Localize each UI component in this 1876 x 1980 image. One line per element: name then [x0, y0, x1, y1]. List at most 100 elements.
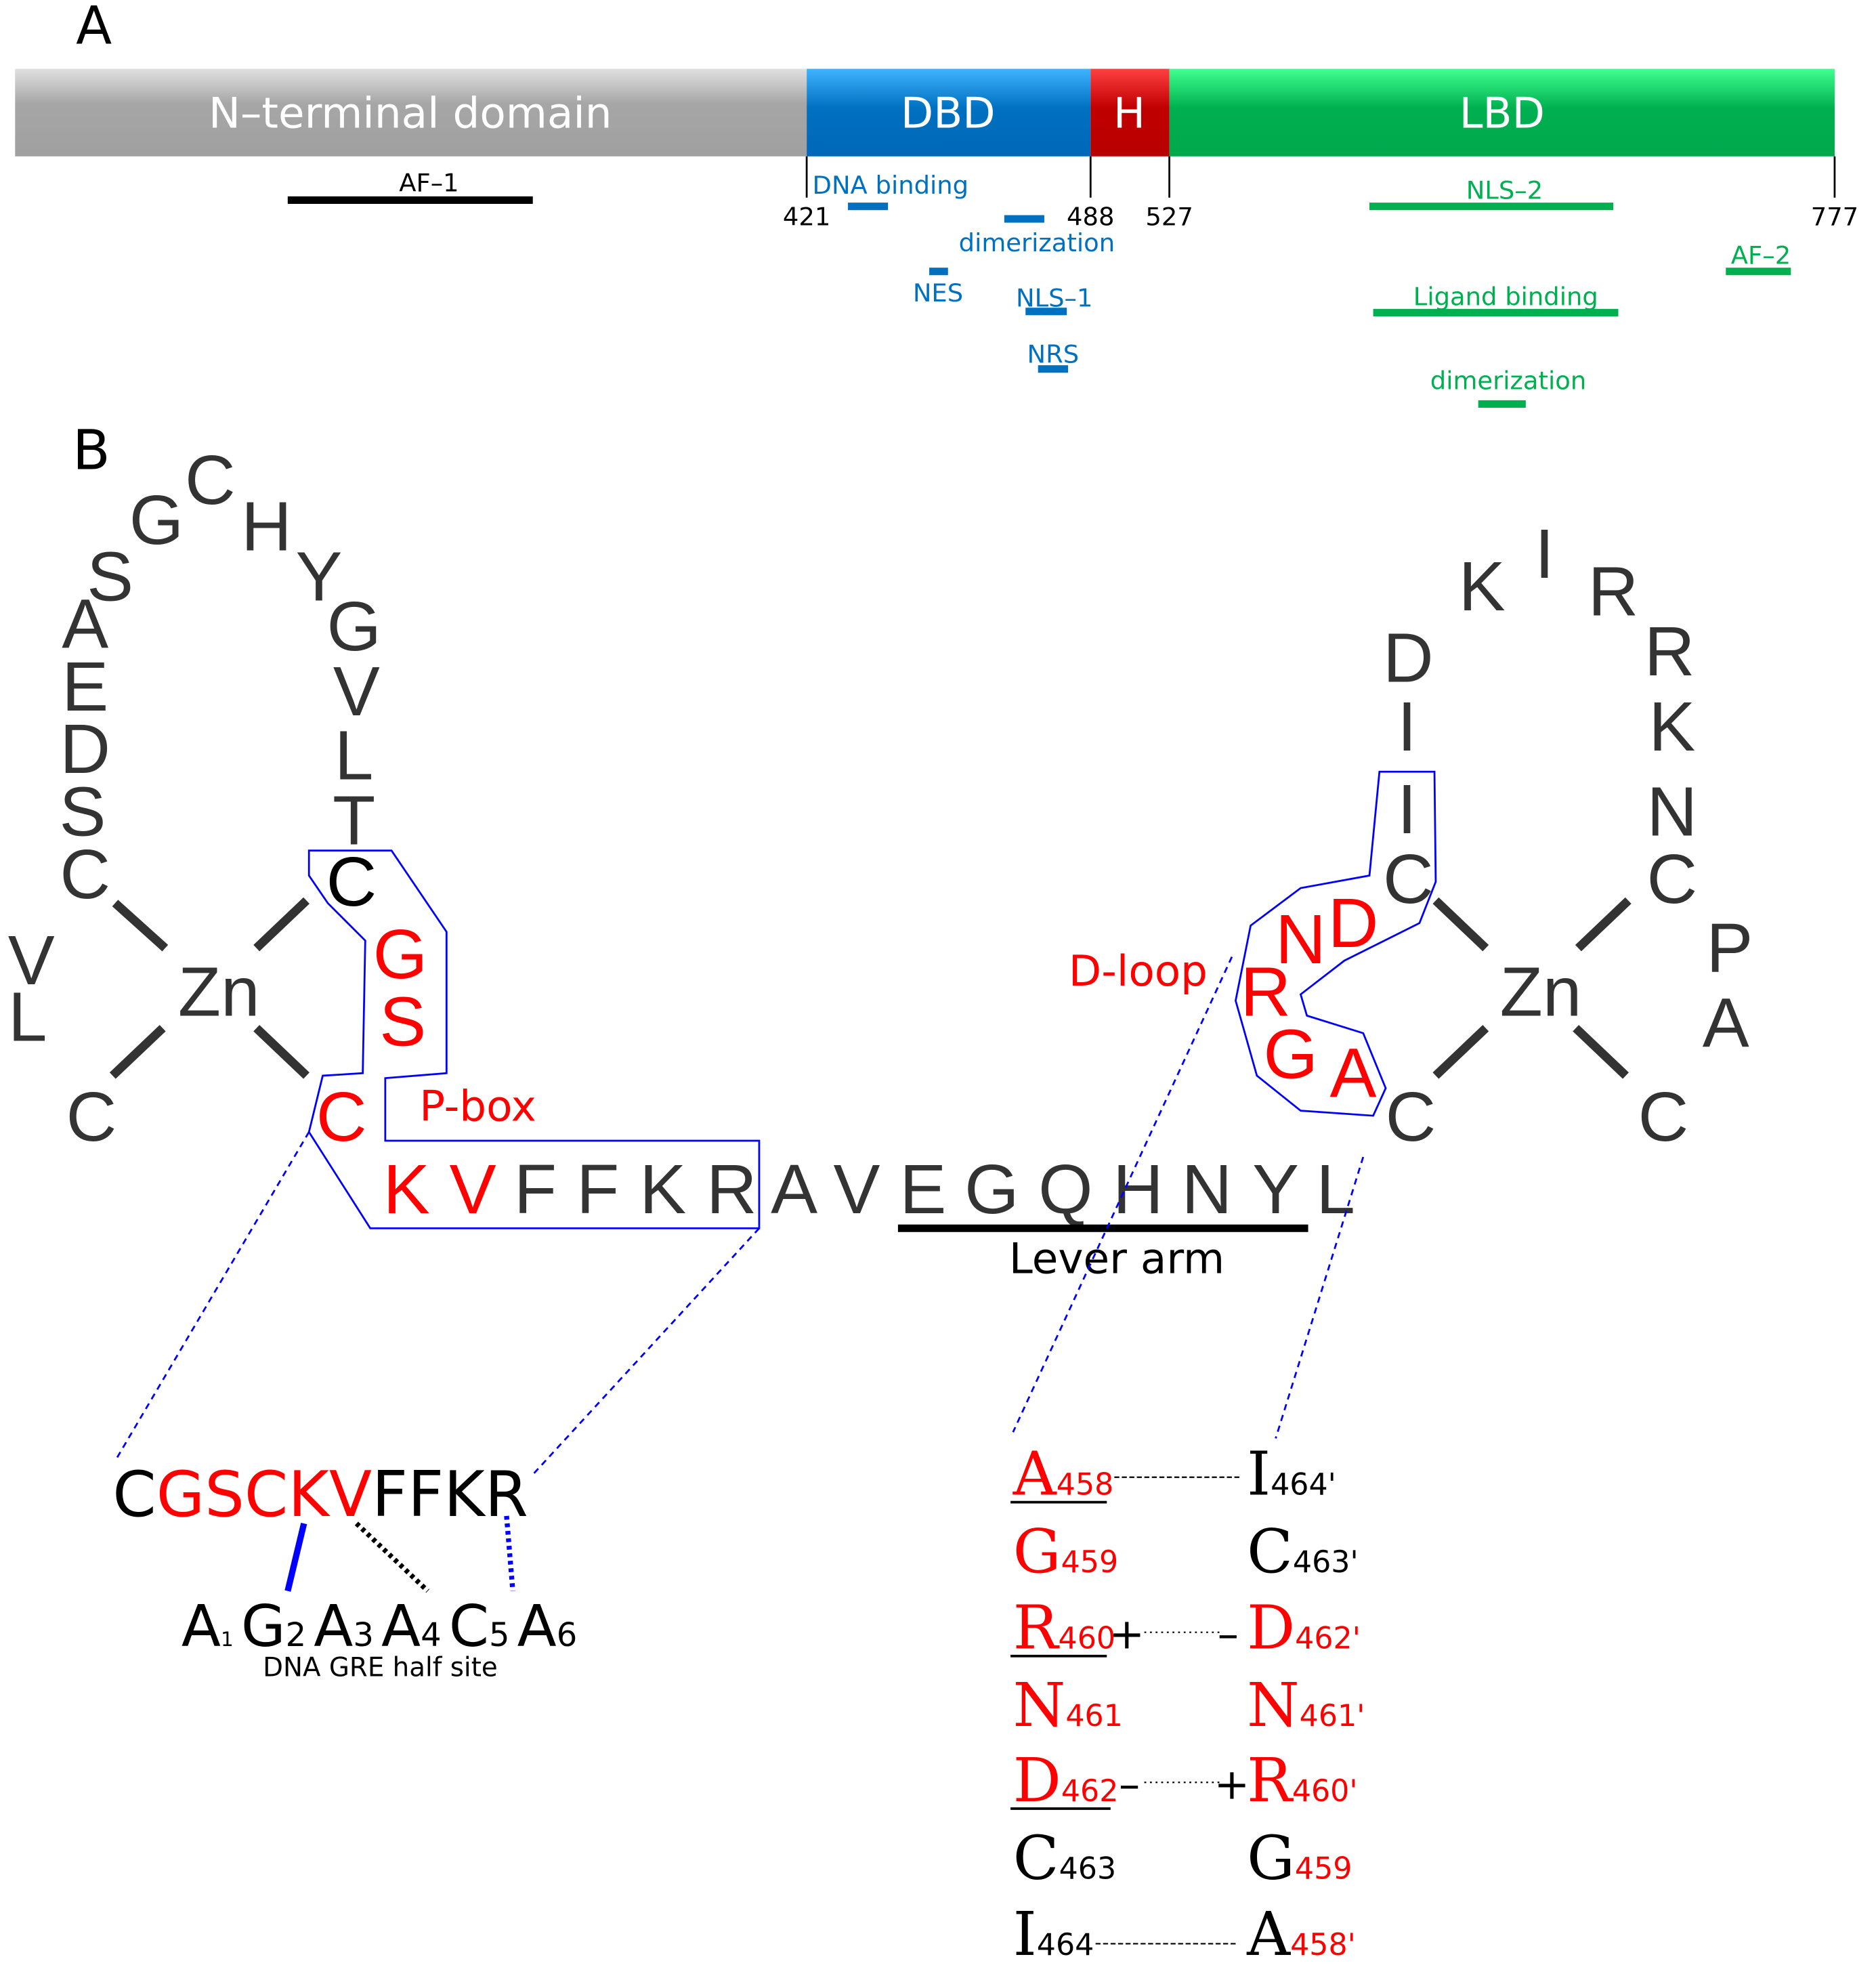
residue-letter: N — [1013, 1670, 1066, 1740]
residue: Y — [1252, 1150, 1299, 1228]
ligand-binding-bar — [1373, 309, 1619, 317]
nes-bar — [929, 268, 948, 276]
residue-number: 464' — [1271, 1468, 1336, 1502]
residue: A — [62, 584, 108, 662]
charge-plus: + — [1109, 1609, 1145, 1659]
seq-ffkr: FFKR — [372, 1458, 528, 1531]
residue: K — [1648, 687, 1695, 765]
af2-bar — [1726, 268, 1791, 276]
ntd-segment — [15, 68, 807, 156]
nls1-bar — [1025, 308, 1067, 316]
residue: E — [899, 1150, 946, 1228]
base: G — [241, 1593, 286, 1660]
left-zinc-finger: C S D E A S G C H Y G V L T C G S C C V … — [8, 440, 427, 1156]
nls2-label: NLS–2 — [1466, 176, 1543, 205]
residue: G — [326, 587, 381, 665]
residue-letter: N — [1247, 1670, 1300, 1740]
base: A — [182, 1593, 221, 1660]
dimer-residue-left: C463 — [1013, 1823, 1116, 1893]
residue-number: 460' — [1292, 1774, 1358, 1809]
residue: Q — [1038, 1150, 1092, 1228]
residue: V — [333, 652, 380, 730]
residue-number: 462 — [1061, 1774, 1119, 1809]
residue-letter: D — [1247, 1593, 1295, 1663]
af1-bar — [287, 196, 533, 204]
p-box-label: P-box — [419, 1081, 536, 1131]
residue-letter: C — [1247, 1517, 1293, 1586]
zoom-connectors — [114, 956, 1365, 1477]
d-loop-label: D-loop — [1069, 946, 1208, 996]
residue: N — [1647, 772, 1698, 850]
base-index: 2 — [286, 1616, 307, 1654]
dbd-segment — [807, 68, 1091, 156]
residue-number: 461 — [1065, 1699, 1123, 1733]
base-index: 6 — [557, 1616, 578, 1654]
residue-letter: I — [1013, 1899, 1037, 1969]
dbd-dimerization-label: dimerization — [959, 228, 1115, 257]
dimer-residue-left: N461 — [1013, 1670, 1123, 1740]
residue-letter: A — [1012, 1439, 1057, 1509]
hinge-segment — [1090, 68, 1170, 156]
dna-binding-bar — [848, 203, 889, 211]
residue: L — [1316, 1150, 1355, 1228]
pbox-sequence: CGSCKVFFKR — [112, 1458, 528, 1531]
residue: C — [1383, 839, 1434, 918]
residue: C — [1638, 1077, 1689, 1156]
ligand-binding-label: Ligand binding — [1413, 282, 1598, 312]
right-zinc-finger: D I I C K I R R K N C P A C C D N R G A … — [1240, 514, 1753, 1156]
base: A — [314, 1593, 353, 1660]
residue: C — [185, 440, 236, 519]
base-index: 5 — [489, 1616, 510, 1654]
lever-arm-label: Lever arm — [1009, 1234, 1224, 1284]
pos-488: 488 — [1067, 202, 1114, 231]
residue: V — [833, 1150, 880, 1228]
nls2-bar — [1369, 203, 1614, 211]
residue: P — [1706, 908, 1753, 987]
residue: K — [383, 1150, 430, 1228]
panel-b-label: B — [72, 419, 110, 482]
nls1-label: NLS–1 — [1016, 283, 1093, 312]
residue-number: 459 — [1295, 1851, 1352, 1886]
dimer-residue-right: N461' — [1247, 1670, 1365, 1740]
residue: F — [576, 1150, 619, 1228]
charge-plus: + — [1214, 1759, 1250, 1809]
residue: G — [129, 480, 184, 559]
residue: R — [1240, 952, 1291, 1030]
contact-dotted-blue — [504, 1515, 515, 1592]
residue: D — [1328, 883, 1379, 962]
pos-527: 527 — [1145, 202, 1193, 231]
base-index: 3 — [353, 1616, 374, 1654]
dna-binding-label: DNA binding — [813, 171, 969, 200]
linker-sequence: K V F F K R A V E G Q H N Y L — [383, 1150, 1355, 1228]
residue-letter: C — [1013, 1823, 1059, 1893]
residue: D — [60, 709, 110, 788]
dbd-label: DBD — [901, 88, 996, 138]
residue: R — [1588, 551, 1639, 630]
nes-label: NES — [913, 278, 963, 308]
residue: C — [326, 842, 377, 921]
residue-letter: A — [1246, 1899, 1291, 1969]
residue: A — [1330, 1033, 1377, 1112]
residue: G — [964, 1150, 1019, 1228]
hinge-label: H — [1113, 88, 1145, 138]
pos-421: 421 — [783, 202, 830, 231]
lbd-segment — [1169, 68, 1835, 156]
af2-label: AF–2 — [1731, 241, 1791, 270]
residue-number: 460 — [1059, 1622, 1116, 1656]
dimer-residue-right: I464' — [1247, 1439, 1336, 1509]
dimer-residue-left: G459 — [1013, 1517, 1118, 1586]
residue: G — [373, 914, 427, 993]
contact-dotted-black — [354, 1521, 430, 1593]
lbd-label: LBD — [1459, 88, 1545, 138]
residue: G — [1264, 1015, 1318, 1093]
residue-letter: R — [1247, 1746, 1294, 1815]
zn-right: Zn — [1500, 952, 1582, 1030]
dbd-dimerization-bar — [1004, 215, 1044, 223]
dimer-residue-right: C463' — [1247, 1517, 1359, 1586]
charge-minus: – — [1218, 1609, 1239, 1659]
residue: C — [66, 1077, 117, 1156]
residue-number: 462' — [1295, 1622, 1361, 1656]
dimer-residue-left: I464 — [1013, 1899, 1094, 1969]
